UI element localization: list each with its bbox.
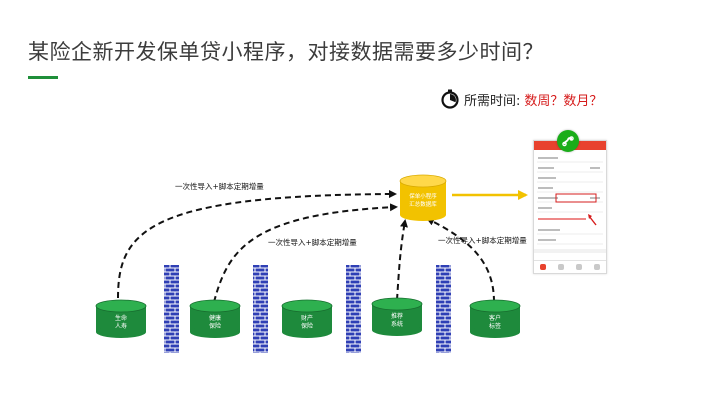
source-db-label: 保险 xyxy=(301,322,313,330)
flow-label-left: 一次性导入+脚本定期增量 xyxy=(175,181,264,191)
flow-label-right: 一次性导入+脚本定期增量 xyxy=(438,235,527,245)
source-db-label: 人寿 xyxy=(115,322,127,330)
title-underline xyxy=(28,76,58,79)
phone-tab-bar xyxy=(534,260,606,273)
source-db-label: 生命 xyxy=(115,314,127,322)
firewall xyxy=(436,265,451,353)
source-db-property-insurance: 财产 保险 xyxy=(281,299,333,338)
central-db-line1: 保单小程序 xyxy=(409,192,437,200)
source-db-label: 标签 xyxy=(489,322,501,330)
source-db-life-insurance: 生命 人寿 xyxy=(95,299,147,338)
phone-form-content xyxy=(534,157,606,253)
central-db-line2: 汇总数据库 xyxy=(409,200,437,208)
phone-tab xyxy=(576,264,582,270)
phone-tab xyxy=(558,264,564,270)
source-db-label: 财产 xyxy=(301,314,313,322)
source-db-label: 推荐 xyxy=(391,312,403,320)
miniprogram-icon xyxy=(557,130,579,152)
source-db-label: 客户 xyxy=(489,314,501,322)
firewall xyxy=(164,265,179,353)
source-db-label: 保险 xyxy=(209,322,221,330)
phone-tab xyxy=(594,264,600,270)
flow-arrow-recommend-system xyxy=(396,219,408,301)
miniprogram-phone-mockup xyxy=(533,140,607,274)
firewall xyxy=(253,265,268,353)
time-label: 所需时间: xyxy=(464,93,521,109)
source-db-recommend-system: 推荐 系统 xyxy=(371,297,423,336)
flow-label-center: 一次性导入+脚本定期增量 xyxy=(268,237,357,247)
source-db-label: 系统 xyxy=(391,320,403,328)
flow-arrow-life-insurance xyxy=(117,190,397,299)
central-summary-database: 保单小程序 汇总数据库 xyxy=(399,174,447,221)
time-required-row: 所需时间: 数周？数月？ xyxy=(440,89,602,109)
source-db-health-insurance: 健康 保险 xyxy=(189,299,241,338)
page-title: 某险企新开发保单贷小程序，对接数据需要多少时间？ xyxy=(28,40,544,64)
firewall xyxy=(346,265,361,353)
phone-tab xyxy=(540,264,546,270)
flow-arrow-customer-tags xyxy=(426,218,495,303)
source-db-customer-tags: 客户 标签 xyxy=(469,299,521,338)
time-value: 数周？数月？ xyxy=(524,93,603,109)
flow-arrow-health-insurance xyxy=(213,203,398,303)
source-db-label: 健康 xyxy=(209,314,221,322)
stopwatch-icon xyxy=(441,89,459,109)
